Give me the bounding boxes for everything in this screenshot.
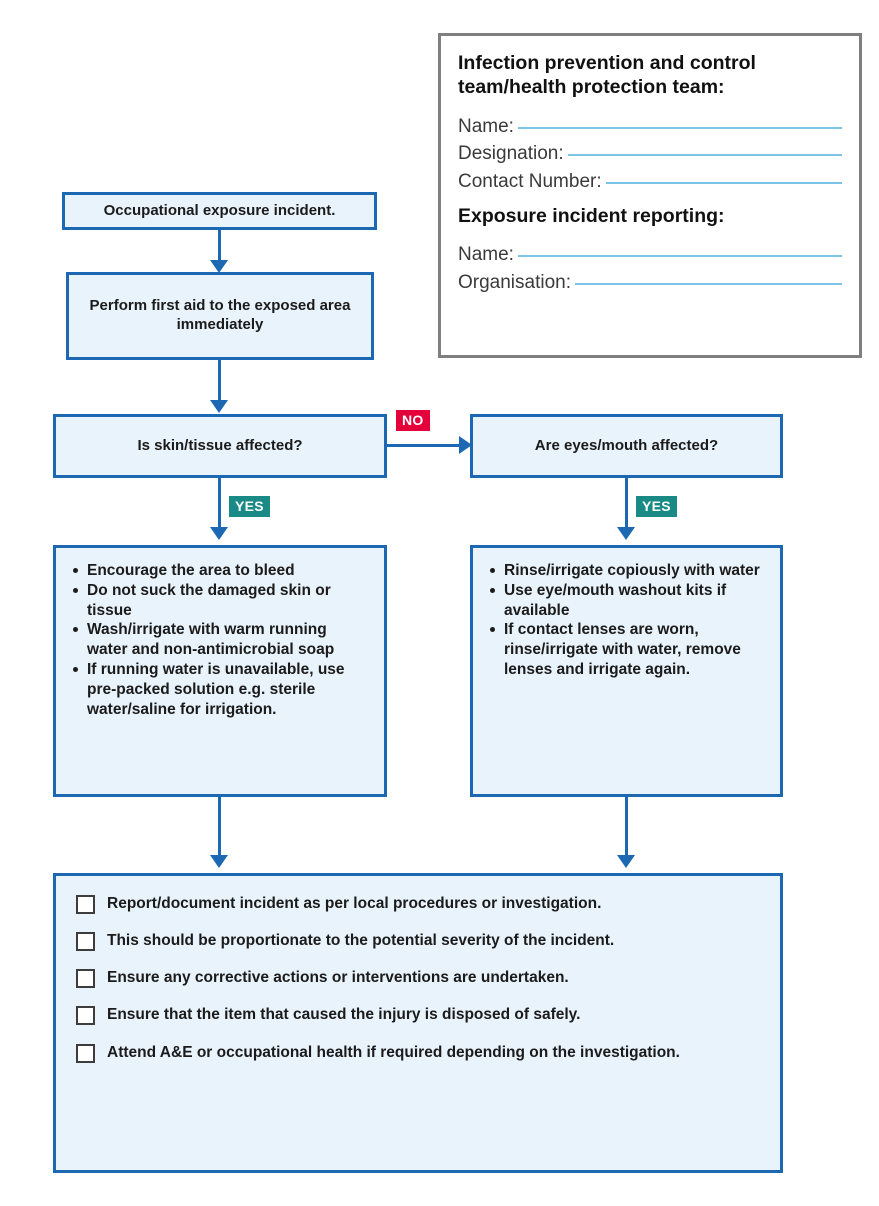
info-field-designation[interactable]: Designation: xyxy=(458,140,842,168)
checklist-label: This should be proportionate to the pote… xyxy=(107,932,615,950)
connector-firstaid-to-decision-line xyxy=(218,360,221,405)
info-field-rule[interactable] xyxy=(575,282,842,285)
badge-yes-left: YES xyxy=(229,496,270,517)
info-heading-exposure-reporting: Exposure incident reporting: xyxy=(458,205,725,228)
info-field-name-1[interactable]: Name: xyxy=(458,113,842,141)
node-label: Occupational exposure incident. xyxy=(103,201,336,219)
checkbox-icon[interactable] xyxy=(76,969,95,989)
info-field-rule[interactable] xyxy=(605,181,842,184)
connector-no-branch-line xyxy=(387,444,464,447)
connector-yes-left-arrow xyxy=(210,527,228,540)
info-field-label: Designation: xyxy=(458,143,564,165)
badge-no: NO xyxy=(396,410,430,431)
checkbox-icon[interactable] xyxy=(76,1006,95,1026)
info-field-rule[interactable] xyxy=(517,254,842,257)
info-field-organisation[interactable]: Organisation: xyxy=(458,269,842,297)
connector-eye-to-checklist-arrow xyxy=(617,855,635,868)
list-item: Use eye/mouth washout kits if available xyxy=(489,581,766,621)
checklist-row[interactable]: This should be proportionate to the pote… xyxy=(76,931,762,952)
node-occupational-exposure-incident: Occupational exposure incident. xyxy=(62,192,377,230)
skin-actions-list: Encourage the area to bleed Do not suck … xyxy=(72,561,370,720)
info-field-contact-number[interactable]: Contact Number: xyxy=(458,168,842,196)
node-label: Is skin/tissue affected? xyxy=(137,436,303,454)
node-perform-first-aid: Perform first aid to the exposed area im… xyxy=(66,272,374,360)
info-field-name-2[interactable]: Name: xyxy=(458,241,842,269)
connector-start-to-firstaid-arrow xyxy=(210,260,228,273)
connector-start-to-firstaid-line xyxy=(218,230,221,265)
list-item: Encourage the area to bleed xyxy=(72,561,370,581)
node-label: Perform first aid to the exposed area im… xyxy=(89,297,351,333)
checklist-label: Ensure that the item that caused the inj… xyxy=(107,1006,581,1024)
checklist-label: Attend A&E or occupational health if req… xyxy=(107,1043,680,1061)
connector-yes-right-line xyxy=(625,478,628,532)
node-reporting-checklist: Report/document incident as per local pr… xyxy=(53,873,783,1173)
node-are-eyes-mouth-affected: Are eyes/mouth affected? xyxy=(470,414,783,478)
connector-no-branch-arrow xyxy=(459,436,472,454)
badge-yes-right: YES xyxy=(636,496,677,517)
list-item: Wash/irrigate with warm running water an… xyxy=(72,620,370,660)
info-heading-ipc-team: Infection prevention and control team/he… xyxy=(458,52,756,98)
checklist-row[interactable]: Attend A&E or occupational health if req… xyxy=(76,1043,762,1063)
connector-yes-right-arrow xyxy=(617,527,635,540)
info-field-rule[interactable] xyxy=(567,154,842,157)
info-field-rule[interactable] xyxy=(517,126,842,129)
contact-info-panel: Infection prevention and control team/he… xyxy=(438,33,862,358)
checklist-row[interactable]: Report/document incident as per local pr… xyxy=(76,894,762,914)
checklist-label: Ensure any corrective actions or interve… xyxy=(107,969,569,987)
connector-firstaid-to-decision-arrow xyxy=(210,400,228,413)
list-item: If contact lenses are worn, rinse/irriga… xyxy=(489,620,766,679)
checkbox-icon[interactable] xyxy=(76,932,95,952)
checkbox-icon[interactable] xyxy=(76,1043,95,1063)
info-field-label: Name: xyxy=(458,115,514,137)
connector-skin-to-checklist-line xyxy=(218,797,221,860)
list-item: Rinse/irrigate copiously with water xyxy=(489,561,766,581)
info-field-label: Organisation: xyxy=(458,271,572,293)
node-eye-mouth-actions: Rinse/irrigate copiously with water Use … xyxy=(470,545,783,797)
info-field-label: Contact Number: xyxy=(458,170,602,192)
info-field-label: Name: xyxy=(458,243,514,265)
node-skin-tissue-actions: Encourage the area to bleed Do not suck … xyxy=(53,545,387,797)
list-item: Do not suck the damaged skin or tissue xyxy=(72,581,370,621)
node-label: Are eyes/mouth affected? xyxy=(534,436,719,454)
checkbox-icon[interactable] xyxy=(76,895,95,914)
checklist-row[interactable]: Ensure that the item that caused the inj… xyxy=(76,1005,762,1026)
node-is-skin-tissue-affected: Is skin/tissue affected? xyxy=(53,414,387,478)
connector-skin-to-checklist-arrow xyxy=(210,855,228,868)
list-item: If running water is unavailable, use pre… xyxy=(72,660,370,719)
connector-yes-left-line xyxy=(218,478,221,532)
eye-actions-list: Rinse/irrigate copiously with water Use … xyxy=(489,561,766,680)
checklist-row[interactable]: Ensure any corrective actions or interve… xyxy=(76,968,762,989)
checklist-label: Report/document incident as per local pr… xyxy=(107,895,602,912)
connector-eye-to-checklist-line xyxy=(625,797,628,860)
